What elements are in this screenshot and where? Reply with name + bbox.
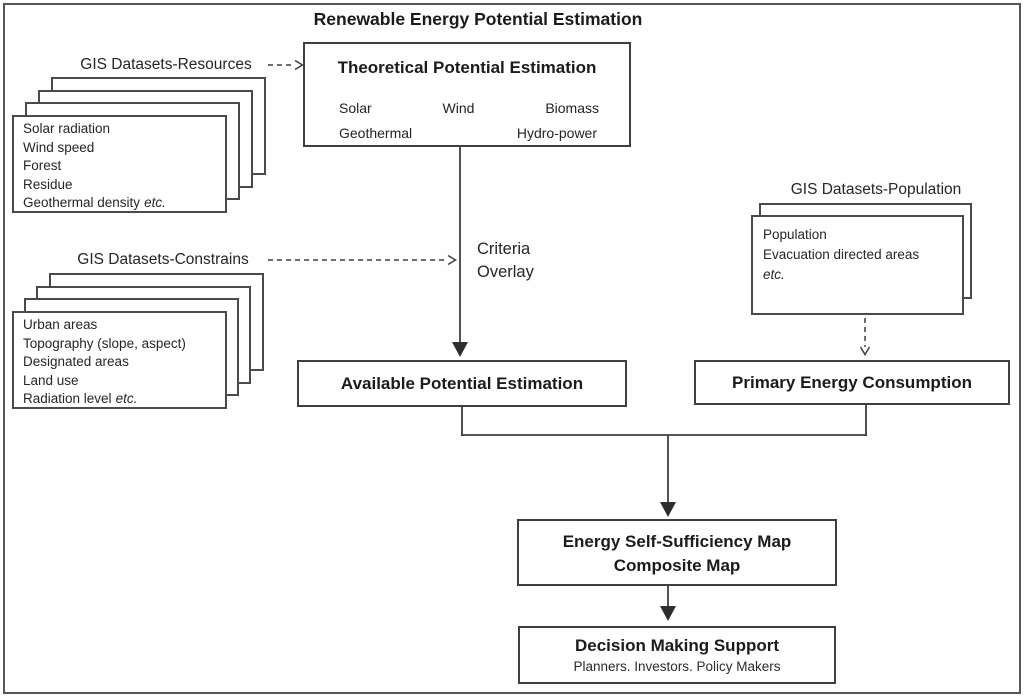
- etc-label: etc.: [763, 267, 785, 282]
- constrains-item: Topography (slope, aspect): [23, 335, 186, 351]
- resources-arrowhead-icon: [294, 59, 304, 71]
- decision-making-box: Decision Making Support Planners. Invest…: [518, 626, 836, 684]
- decision-box-title: Decision Making Support: [574, 636, 780, 655]
- criteria-line: Criteria: [477, 240, 531, 258]
- criteria-overlay-label: Criteria Overlay: [477, 238, 534, 284]
- theoretical-item-solar: Solar: [339, 100, 372, 116]
- theoretical-item-biomass: Biomass: [545, 100, 599, 116]
- theoretical-potential-box: Theoretical Potential Estimation Solar W…: [303, 42, 631, 147]
- resources-group-label: GIS Datasets-Resources: [80, 56, 252, 73]
- diagram-title: Renewable Energy Potential Estimation: [313, 9, 643, 29]
- energy-box-line2: Composite Map: [613, 556, 741, 575]
- available-potential-box: Available Potential Estimation: [297, 360, 627, 407]
- primary-box-title: Primary Energy Consumption: [732, 372, 972, 392]
- constrains-item: Urban areas: [23, 317, 98, 332]
- constrains-item: Land use: [23, 372, 79, 388]
- primary-energy-box: Primary Energy Consumption: [694, 360, 1010, 405]
- population-dataset-box: Population Evacuation directed areas etc…: [751, 215, 964, 315]
- decision-arrowhead-icon: [660, 606, 676, 621]
- constrains-dataset-box: Urban areas Topography (slope, aspect) D…: [12, 311, 227, 409]
- population-item: Population: [763, 227, 827, 242]
- energy-self-sufficiency-box: Energy Self-Sufficiency Map Composite Ma…: [517, 519, 837, 586]
- theoretical-item-geothermal: Geothermal: [339, 125, 413, 141]
- energy-box-line1: Energy Self-Sufficiency Map: [562, 532, 792, 551]
- population-item: Evacuation directed areas: [763, 247, 920, 262]
- resources-item: Solar radiation: [23, 121, 111, 136]
- constrains-group-label: GIS Datasets-Constrains: [77, 251, 249, 268]
- available-box-title: Available Potential Estimation: [340, 373, 584, 393]
- decision-box-subtitle: Planners. Investors. Policy Makers: [573, 659, 781, 674]
- etc-label: etc.: [115, 391, 138, 407]
- constrains-arrowhead-icon: [447, 254, 457, 266]
- overlay-line: Overlay: [477, 263, 534, 281]
- theoretical-box-title: Theoretical Potential Estimation: [337, 58, 597, 77]
- population-group-label: GIS Datasets-Population: [790, 181, 962, 198]
- population-arrowhead-icon: [859, 346, 871, 356]
- resources-item: Residue: [23, 176, 73, 192]
- constrains-item: Designated areas: [23, 354, 129, 370]
- theoretical-item-wind: Wind: [442, 100, 475, 116]
- resources-dataset-box: Solar radiation Wind speed Forest Residu…: [12, 115, 227, 213]
- energy-arrowhead-icon: [660, 502, 676, 517]
- resources-item: Forest: [23, 158, 62, 174]
- etc-label: etc.: [144, 195, 166, 211]
- available-arrowhead-icon: [452, 342, 468, 357]
- resources-item: Wind speed: [23, 139, 95, 155]
- theoretical-item-hydropower: Hydro-power: [516, 125, 597, 141]
